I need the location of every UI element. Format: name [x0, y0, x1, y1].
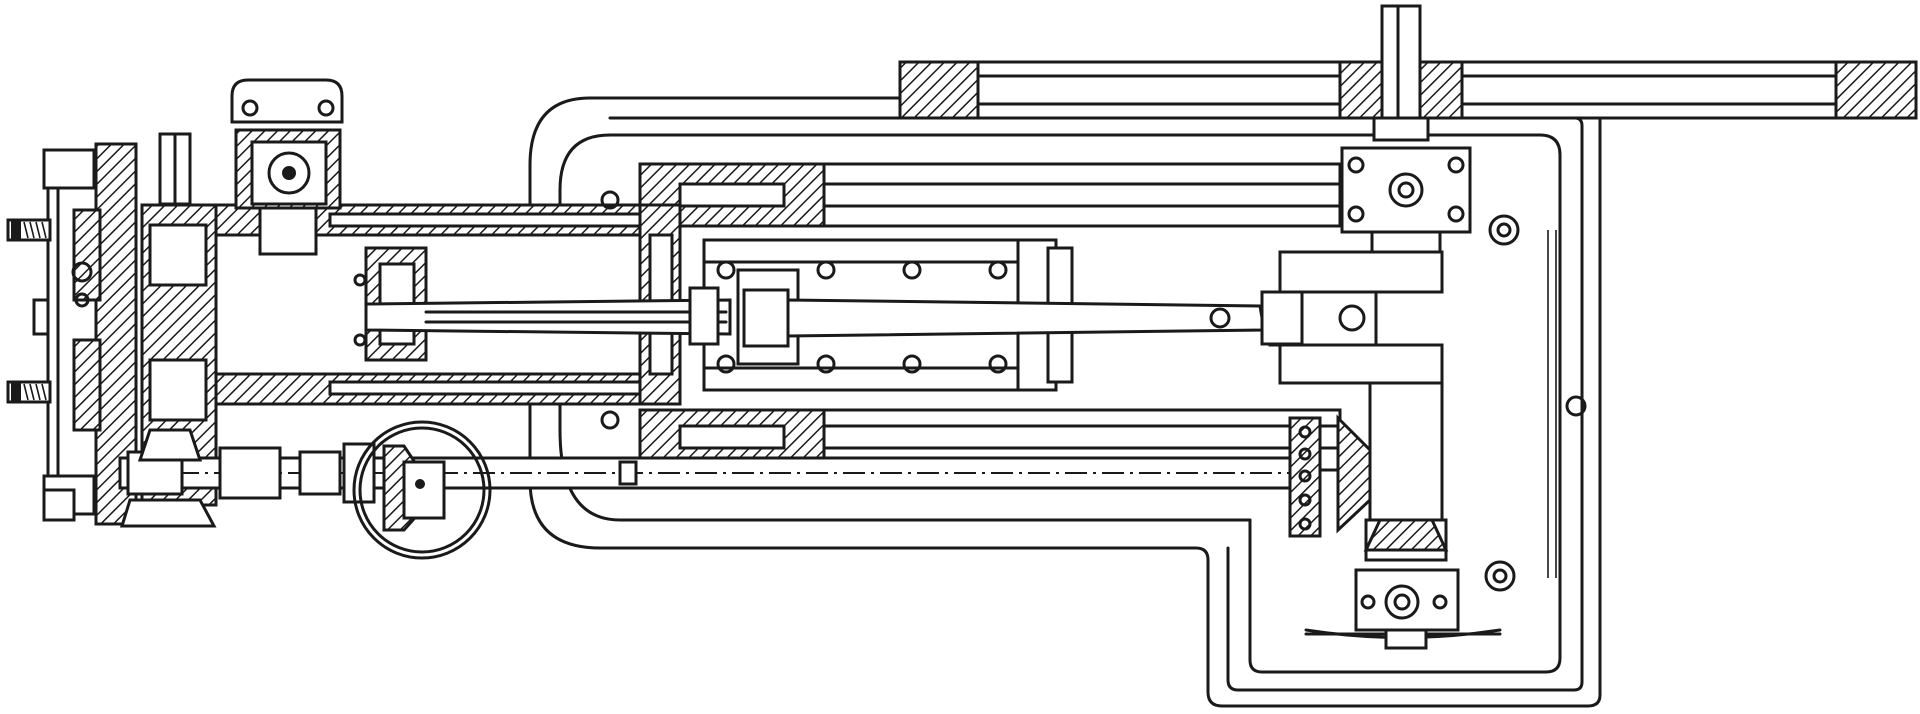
side-shaft	[118, 442, 1296, 504]
connecting-rod	[786, 290, 1304, 346]
right-bevel-gear	[1288, 414, 1372, 538]
bevel-gear-circle	[352, 420, 492, 560]
cylinder-head	[42, 142, 218, 526]
slide-bolts-top	[716, 260, 1008, 280]
head-foot	[42, 428, 217, 528]
frame-bolts	[600, 190, 1587, 592]
crank-assembly	[1262, 250, 1444, 385]
base-frame	[528, 96, 1602, 708]
valve-chest	[158, 78, 344, 256]
slide-bolts-bottom	[716, 354, 1008, 374]
piston	[353, 246, 732, 362]
head-studs	[6, 218, 52, 404]
vertical-shaft	[1304, 4, 1502, 650]
